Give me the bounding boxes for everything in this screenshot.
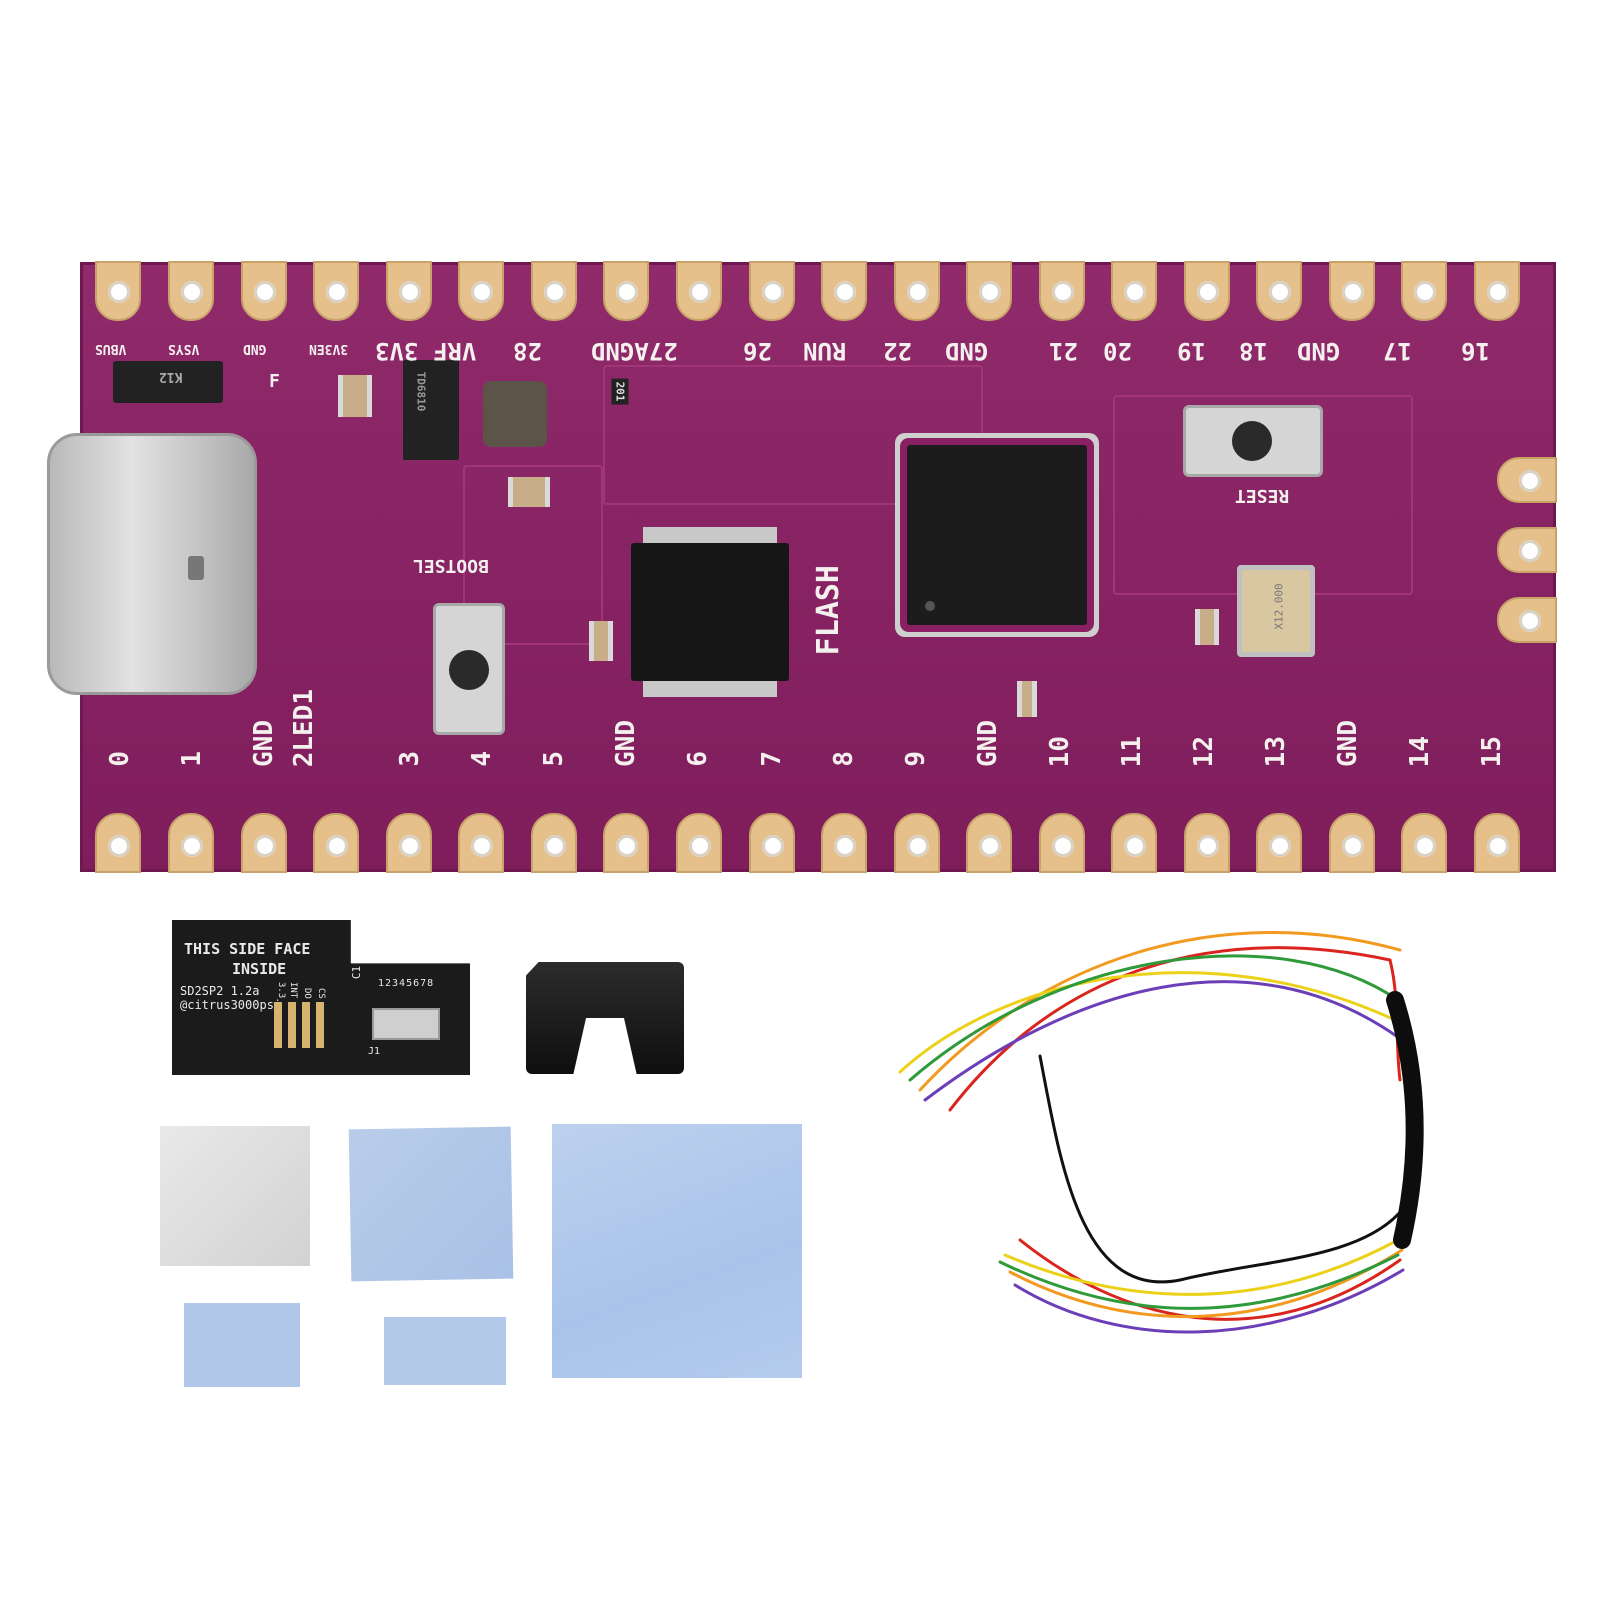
pin-pad[interactable]	[313, 813, 359, 873]
pin-pad[interactable]	[966, 813, 1012, 873]
pin-pad[interactable]	[168, 813, 214, 873]
pin-pad[interactable]	[1329, 813, 1375, 873]
pin-pad[interactable]	[458, 261, 504, 321]
pin-pad[interactable]	[1256, 261, 1302, 321]
pin-pad[interactable]	[749, 813, 795, 873]
pin-pad[interactable]	[1401, 261, 1447, 321]
pin-pad[interactable]	[894, 261, 940, 321]
reset-button-cap[interactable]	[1232, 421, 1272, 461]
wire-purple-lower	[1013, 1268, 1405, 1334]
gold-finger	[302, 1002, 310, 1048]
pcb-trace	[603, 365, 983, 505]
pin-pad[interactable]	[168, 261, 214, 321]
pin-pad[interactable]	[676, 261, 722, 321]
debug-pad[interactable]	[1497, 597, 1557, 643]
bootsel-button[interactable]	[433, 603, 505, 735]
flash-chip	[631, 543, 789, 681]
pin-pad[interactable]	[821, 261, 867, 321]
gold-finger	[288, 1002, 296, 1048]
debug-pad[interactable]	[1497, 527, 1557, 573]
adapter-name: SD2SP2 1.2a	[180, 984, 260, 998]
capacitor	[1195, 609, 1219, 645]
capacitor	[1017, 681, 1037, 717]
wire-green-lower	[998, 1253, 1400, 1310]
thermal-pad-blue-large	[552, 1124, 802, 1378]
inductor	[483, 381, 547, 447]
wire-orange-lower	[1008, 1248, 1404, 1319]
pin-pad[interactable]	[1184, 261, 1230, 321]
thermal-pad-blue-small	[384, 1317, 506, 1385]
wire-purple	[923, 980, 1404, 1102]
pin-pad[interactable]	[1401, 813, 1447, 873]
bootsel-button-cap[interactable]	[449, 650, 489, 690]
adapter-pin-3v3: 3.3	[276, 982, 286, 999]
adapter-pin-cs: CS	[316, 988, 326, 999]
pin-pad[interactable]	[1184, 813, 1230, 873]
pin-pad[interactable]	[1329, 261, 1375, 321]
capacitor	[338, 375, 372, 417]
thermal-pad-blue-small	[184, 1303, 300, 1387]
pin-pad[interactable]	[241, 261, 287, 321]
pin-pad[interactable]	[1039, 813, 1085, 873]
pin-pad[interactable]	[241, 813, 287, 873]
capacitor	[589, 621, 613, 661]
pin-pad[interactable]	[95, 813, 141, 873]
adapter-pin-int: INT	[288, 982, 298, 999]
pin-pad[interactable]	[313, 261, 359, 321]
wire-green	[908, 954, 1400, 1082]
pin-pad[interactable]	[95, 261, 141, 321]
pin-pad[interactable]	[531, 261, 577, 321]
capacitor	[508, 477, 550, 507]
wire-yellow-lower	[1003, 1238, 1400, 1296]
wire-orange	[918, 931, 1402, 1092]
adapter-pin-do: DO	[302, 988, 312, 999]
pin-pad[interactable]	[966, 261, 1012, 321]
rp2040-board: FLASH TD6810 K12 F 201 BOOTSEL RESET X12…	[47, 261, 1557, 873]
adapter-pin-numbers: 12345678	[378, 978, 435, 989]
gold-finger	[316, 1002, 324, 1048]
adapter-text-line2: INSIDE	[232, 960, 287, 978]
pin-pad[interactable]	[676, 813, 722, 873]
heat-shrink-sleeve	[1386, 991, 1424, 1249]
wire-yellow	[898, 971, 1397, 1074]
pin-pad[interactable]	[749, 261, 795, 321]
pcb-trace	[463, 465, 603, 645]
wire-black	[1038, 1054, 1404, 1284]
pin-pad[interactable]	[1039, 261, 1085, 321]
pin-pad[interactable]	[1474, 813, 1520, 873]
thermal-pad-silver	[160, 1126, 310, 1266]
diode	[113, 361, 223, 403]
pin-pad[interactable]	[531, 813, 577, 873]
pin-pad[interactable]	[458, 813, 504, 873]
pin-pad[interactable]	[386, 813, 432, 873]
adapter-author: @citrus3000psi	[180, 998, 282, 1012]
pin-pad[interactable]	[1111, 261, 1157, 321]
adapter-text-line1: THIS SIDE FACE	[184, 940, 311, 958]
pin-pad[interactable]	[821, 813, 867, 873]
pin-pad[interactable]	[1111, 813, 1157, 873]
debug-pad[interactable]	[1497, 457, 1557, 503]
pin-pad[interactable]	[603, 813, 649, 873]
pin-pad[interactable]	[1256, 813, 1302, 873]
pin-pad[interactable]	[386, 261, 432, 321]
crystal-oscillator: X12.000	[1237, 565, 1315, 657]
pin-pad[interactable]	[894, 813, 940, 873]
adapter-connector-label: J1	[368, 1046, 381, 1057]
pin-pad[interactable]	[1474, 261, 1520, 321]
microcontroller-chip-icon	[907, 445, 1087, 625]
pin-pad[interactable]	[603, 261, 649, 321]
gold-finger	[274, 1002, 282, 1048]
reset-button[interactable]	[1183, 405, 1323, 477]
fpc-connector	[372, 1008, 440, 1040]
regulator-chip	[403, 360, 459, 460]
usb-c-connector-icon	[47, 433, 257, 695]
fuse-label: F	[269, 371, 280, 392]
